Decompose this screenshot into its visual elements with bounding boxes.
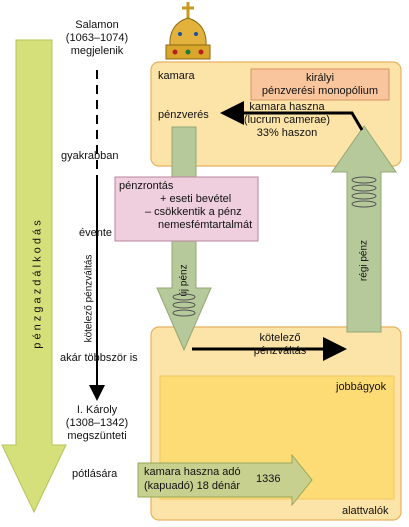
monopoly-line-1: királyi <box>305 72 335 84</box>
vertical-exchange-label: kötelező pénzváltás <box>83 254 95 343</box>
tax-line-1: kamara haszna adó <box>144 466 241 478</box>
exchange-line-1: kötelező <box>259 332 301 344</box>
timeline-start: Salamon (1063–1074) megjelenik <box>57 19 137 58</box>
exchange-line-2: pénzváltás <box>253 345 307 357</box>
holy-crown-icon <box>165 2 211 60</box>
kamara-label: kamara <box>158 70 195 82</box>
monopoly-line-2: pénzverési monopólium <box>261 85 379 97</box>
debasement-line-2: – csökkentik a pénz <box>145 206 242 218</box>
coin-icon <box>351 176 377 208</box>
penzgazdalkodas-arrow <box>1 39 67 514</box>
jobbagyok-label: jobbágyok <box>336 381 387 393</box>
debasement-line-3: nemesfémtartalmát <box>158 219 253 231</box>
alattvalok-label: alattvalók <box>342 505 389 517</box>
ruler-name: Salamon <box>75 19 119 31</box>
timeline-end: I. Károly (1308–1342) megszünteti <box>57 404 137 443</box>
monopoly-box <box>250 68 390 101</box>
profit-line-1: kamara haszna <box>249 101 325 113</box>
tax-line-2: (kapuadó) 18 dénár <box>144 480 241 492</box>
monopoly-text: királyi pénzverési monopólium <box>252 72 388 98</box>
end-ruler-event: megszünteti <box>67 430 127 442</box>
tax-year: 1336 <box>256 473 281 485</box>
profit-text: kamara haszna (lucrum camerae) 33% haszo… <box>228 101 346 140</box>
frequency-often: gyakrabban <box>61 150 119 162</box>
end-ruler-name: I. Károly <box>76 404 118 416</box>
replacement-label: pótlására <box>72 468 118 480</box>
new-money-label: új pénz <box>178 264 190 297</box>
profit-line-3: 33% haszon <box>256 127 318 139</box>
exchange-label: kötelező pénzváltás <box>230 332 330 358</box>
old-money-arrow <box>331 125 397 333</box>
frequency-many: akár többször is <box>60 352 138 364</box>
tax-arrow <box>137 453 313 507</box>
profit-line-2: (lucrum camerae) <box>243 114 331 126</box>
side-label: p é n z g a z d á l k o d á s <box>31 220 44 349</box>
frequency-yearly: évente <box>79 227 113 239</box>
ruler-event: megjelenik <box>70 45 124 57</box>
debasement-title: pénzrontás <box>119 180 174 192</box>
debasement-line-1: + eseti bevétel <box>160 193 232 205</box>
minting-label: pénzverés <box>158 109 209 121</box>
end-ruler-years: (1308–1342) <box>65 417 129 429</box>
coin-icon <box>172 293 196 317</box>
profit-arrow <box>220 101 364 131</box>
old-money-label: régi pénz <box>358 239 370 282</box>
debasement-box <box>114 176 259 242</box>
ruler-years: (1063–1074) <box>65 32 129 44</box>
